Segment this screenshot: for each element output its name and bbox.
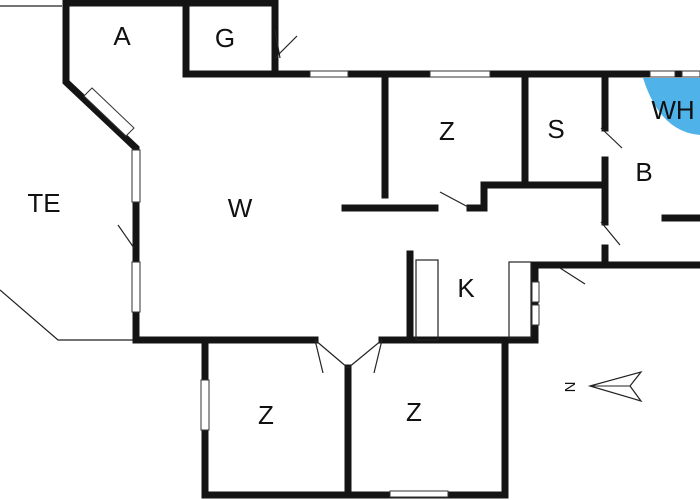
whirlpool-fill	[643, 78, 700, 135]
north-letter: N	[562, 382, 579, 393]
doors	[117, 29, 623, 374]
room-label-b: B	[635, 157, 652, 187]
room-label-z-bottom-left: Z	[258, 400, 274, 430]
kitchen-counters	[415, 259, 532, 341]
room-label-z-bottom-right: Z	[406, 397, 422, 427]
terrace-outline	[0, 5, 135, 341]
room-label-w: W	[228, 193, 253, 223]
room-label-wh: WH	[651, 95, 694, 125]
windows	[83, 70, 700, 498]
walls	[62, 0, 700, 499]
room-label-z-top: Z	[439, 116, 455, 146]
room-label-k: K	[457, 273, 475, 303]
room-label-g: G	[215, 23, 235, 53]
room-label-a: A	[113, 21, 131, 51]
room-label-te: TE	[27, 188, 60, 218]
north-arrow-icon	[587, 370, 643, 403]
room-label-s: S	[547, 114, 564, 144]
